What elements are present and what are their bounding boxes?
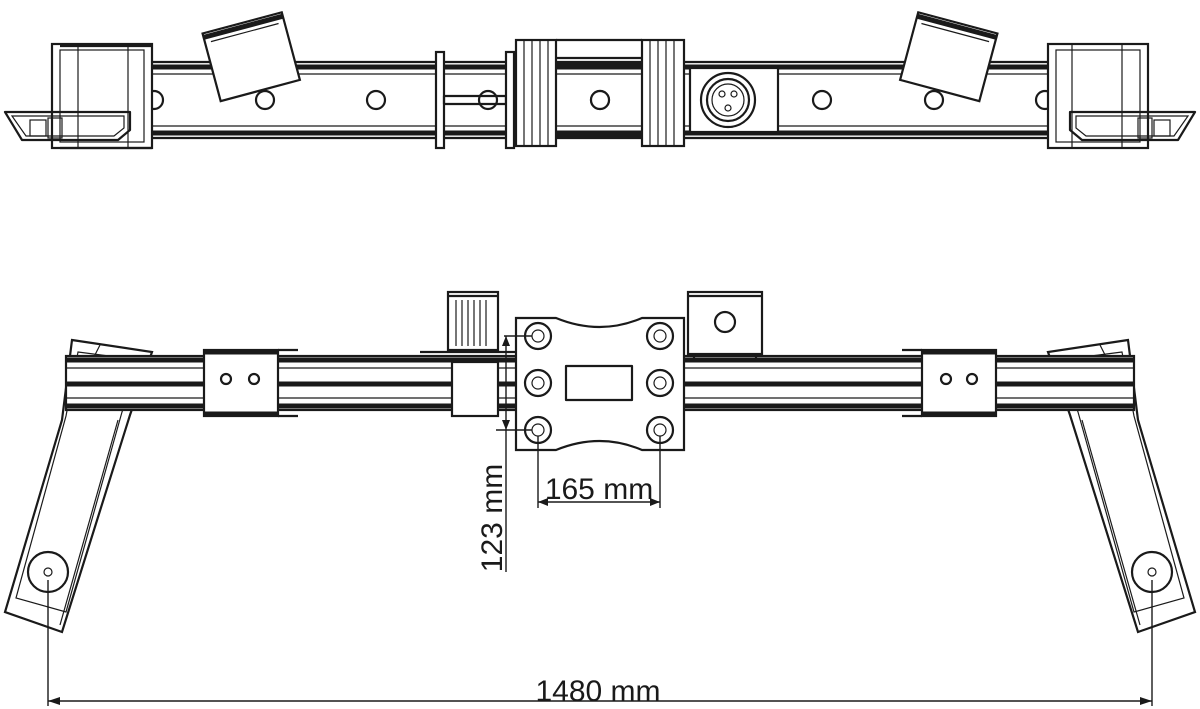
rail-hole (477, 89, 499, 111)
dimension-label-1480: 1480 mm (535, 675, 660, 708)
front-view-knob (420, 290, 516, 418)
top-view-left-lamp (201, 10, 302, 103)
front-view-left-clamp (202, 348, 298, 418)
front-view-right-clamp (902, 348, 998, 418)
rail-hole (811, 89, 833, 111)
rail-hole (365, 89, 387, 111)
top-view-left-end (3, 42, 154, 150)
rail-hole (254, 89, 276, 111)
top-view-connector-socket (688, 66, 780, 134)
dimension-label-123: 123 mm (476, 464, 509, 572)
plate-hole-middle-left (523, 368, 553, 398)
top-view-knob (434, 50, 516, 150)
dimension-overall-1480: 1480 mm (47, 580, 1153, 708)
plate-hole-middle-right (645, 368, 675, 398)
front-view: 165 mm 123 mm 1480 mm (3, 290, 1197, 708)
top-view (3, 10, 1197, 150)
dimension-vertical-123: 123 mm (476, 335, 532, 572)
front-view-mounting-plate (514, 316, 686, 452)
front-view-mount-bracket (686, 290, 764, 362)
rail-hole (923, 89, 945, 111)
top-view-right-lamp (898, 10, 999, 103)
top-view-center-clamp (514, 38, 686, 148)
plate-hole-top-right (645, 321, 675, 351)
dimension-horizontal-165: 165 mm (537, 436, 661, 508)
dimension-label-165: 165 mm (545, 473, 653, 506)
top-view-right-end (1046, 42, 1197, 150)
